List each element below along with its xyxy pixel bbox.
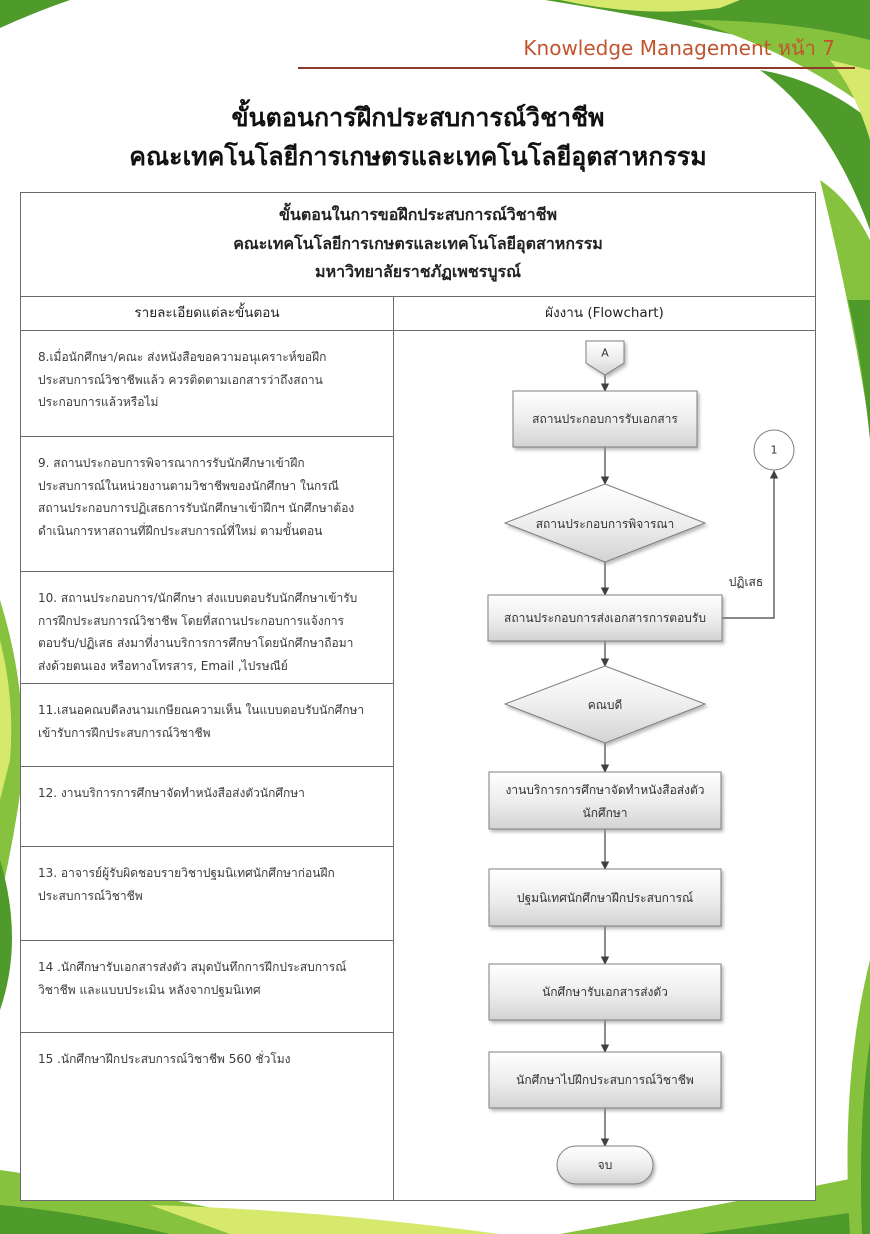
- process-box-receive-docs-label: สถานประกอบการรับเอกสาร: [532, 412, 678, 426]
- process-box-go-internship-label: นักศึกษาไปฝึกประสบการณ์วิชาชีพ: [516, 1073, 694, 1087]
- step-row: 12. งานบริการการศึกษาจัดทำหนังสือส่งตัวน…: [21, 767, 393, 847]
- header-rule: [298, 67, 855, 69]
- page-title: ขั้นตอนการฝึกประสบการณ์วิชาชีพ คณะเทคโนโ…: [20, 98, 816, 176]
- step-row: 10. สถานประกอบการ/นักศึกษา ส่งแบบตอบรับน…: [21, 572, 393, 684]
- leaf-decoration: [690, 20, 870, 110]
- column-header-row: รายละเอียดแต่ละขั้นตอน ผังงาน (Flowchart…: [21, 297, 815, 331]
- reject-label: ปฏิเสธ: [729, 575, 763, 589]
- column-header-details: รายละเอียดแต่ละขั้นตอน: [134, 305, 280, 321]
- process-box-go-internship: [488, 1051, 722, 1109]
- table-caption-lines: ขั้นตอนในการขอฝึกประสบการณ์วิชาชีพ คณะเท…: [21, 193, 815, 287]
- process-box-orientation: [488, 868, 722, 927]
- decision-diamond-consider: [503, 483, 707, 563]
- process-box-send-acceptance-label: สถานประกอบการส่งเอกสารการตอบรับ: [504, 611, 706, 625]
- terminator-end: [556, 1145, 654, 1185]
- leaf-decoration: [560, 0, 740, 12]
- leaf-decoration: [0, 1205, 170, 1234]
- connector-circle-1: [753, 429, 795, 471]
- process-box-referral-letter-label: นักศึกษา: [583, 806, 628, 820]
- leaf-decoration: [861, 1040, 870, 1234]
- decision-diamond-dean: [503, 665, 707, 744]
- caption-faculty: คณะเทคโนโลยีการเกษตรและเทคโนโลยีอุตสาหกร…: [233, 233, 603, 253]
- process-box-receive-docs: [512, 390, 698, 448]
- procedure-table: ขั้นตอนในการขอฝึกประสบการณ์วิชาชีพ คณะเท…: [20, 192, 816, 1201]
- column-header-flowchart: ผังงาน (Flowchart): [545, 305, 664, 321]
- running-header: Knowledge Management หน้า 7: [523, 36, 835, 60]
- connector-circle-1-label: 1: [771, 444, 778, 457]
- leaf-decoration: [0, 640, 12, 800]
- page-title-line: ขั้นตอนการฝึกประสบการณ์วิชาชีพ: [231, 103, 605, 132]
- leaf-decoration: [848, 300, 870, 440]
- table-caption: ขั้นตอนในการขอฝึกประสบการณ์วิชาชีพ คณะเท…: [21, 193, 815, 297]
- process-box-send-acceptance: [487, 594, 723, 642]
- caption-university: มหาวิทยาลัยราชภัฏเพชรบูรณ์: [315, 262, 521, 281]
- step-row: 15 .นักศึกษาฝึกประสบการณ์วิชาชีพ 560 ชั่…: [38, 1052, 291, 1066]
- leaf-decoration: [0, 0, 70, 28]
- step-row: 14 .นักศึกษารับเอกสารส่งตัว สมุดบันทึกกา…: [21, 941, 393, 1033]
- caption-title: ขั้นตอนในการขอฝึกประสบการณ์วิชาชีพ: [278, 205, 558, 224]
- reject-path-arrow: [722, 470, 779, 619]
- process-box-orientation-label: ปฐมนิเทศนักศึกษาฝึกประสบการณ์: [517, 891, 693, 905]
- process-box-receive-referral: [488, 963, 722, 1021]
- process-box-receive-referral-label: นักศึกษารับเอกสารส่งตัว: [542, 985, 668, 999]
- offpage-connector-a: [585, 340, 625, 376]
- process-box-referral-letter-label: งานบริการการศึกษาจัดทำหนังสือส่งตัว: [506, 783, 705, 797]
- column-divider: [393, 297, 394, 1200]
- leaf-decoration: [150, 1205, 500, 1234]
- page-title-line: คณะเทคโนโลยีการเกษตรและเทคโนโลยีอุตสาหกร…: [129, 142, 707, 171]
- decision-diamond-dean-label: คณบดี: [588, 698, 623, 712]
- step-row: 8.เมื่อนักศึกษา/คณะ ส่งหนังสือขอความอนุเ…: [21, 331, 393, 437]
- leaf-decoration: [700, 1210, 870, 1234]
- flowchart: A สถานประกอบการรับเอกสาร 1 สถานประกอบการ…: [487, 340, 795, 1185]
- step-row: 13. อาจารย์ผู้รับผิดชอบรายวิชาปฐมนิเทศนั…: [21, 847, 393, 941]
- terminator-end-label: จบ: [598, 1158, 613, 1172]
- offpage-connector-a-label: A: [601, 347, 609, 360]
- leaf-decoration: [820, 180, 870, 430]
- step-row: 11.เสนอคณบดีลงนามเกษียณความเห็น ในแบบตอบ…: [21, 684, 393, 767]
- leaf-decoration: [0, 860, 12, 1010]
- step-row: 9. สถานประกอบการพิจารณาการรับนักศึกษาเข้…: [21, 437, 393, 572]
- decision-diamond-consider-label: สถานประกอบการพิจารณา: [536, 517, 675, 531]
- leaf-decoration: [560, 1175, 870, 1234]
- process-box-referral-letter: [488, 771, 722, 830]
- leaf-decoration: [830, 60, 870, 140]
- leaf-decoration: [760, 70, 870, 230]
